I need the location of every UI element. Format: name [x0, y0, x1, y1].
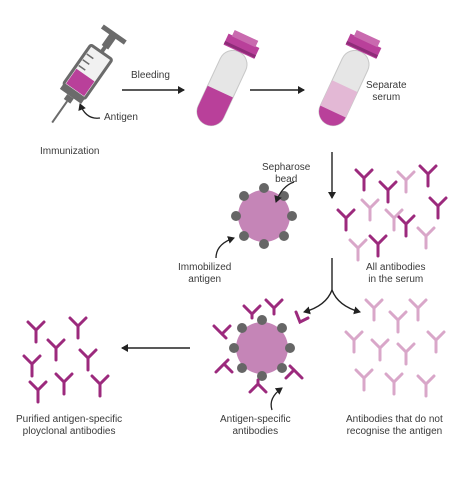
sepharose-pointer-arrow	[274, 181, 295, 203]
sepharose-bead-label: Sepharose bead	[262, 162, 310, 186]
immobilized-line1: Immobilized	[178, 262, 232, 273]
sepharose-line1: Sepharose	[262, 162, 311, 173]
immobilized-line2: antigen	[188, 274, 222, 285]
separate-serum-line1: Separate	[366, 80, 407, 91]
antigen-label: Antigen	[104, 112, 138, 123]
split-arrow	[303, 258, 361, 315]
specific-line1: Antigen-specific	[220, 414, 291, 425]
immobilized-pointer-arrow	[215, 236, 235, 259]
non-binding-label: Antibodies that do not recognise the ant…	[346, 414, 443, 438]
purified-label: Purified antigen-specific ployclonal ant…	[16, 414, 122, 438]
syringe-icon	[51, 24, 127, 124]
all-antibodies-line1: All antibodies	[366, 262, 426, 273]
separate-serum-label: Separate serum	[366, 80, 407, 104]
specific-line2: antibodies	[232, 426, 279, 437]
blood-tube-icon	[192, 29, 260, 131]
purified-line1: Purified antigen-specific	[16, 414, 123, 425]
immunization-label: Immunization	[40, 146, 100, 157]
bead-with-antibodies	[212, 298, 310, 394]
nonspecific-line2: recognise the antigen	[346, 426, 443, 437]
all-antibodies-label: All antibodies in the serum	[366, 262, 425, 286]
separate-serum-line2: serum	[372, 92, 401, 103]
immobilized-antigen-label: Immobilized antigen	[178, 262, 231, 286]
all-antibodies-cluster	[336, 164, 448, 262]
specific-pointer-arrow	[270, 387, 283, 411]
purified-antibodies	[22, 316, 110, 404]
all-antibodies-line2: in the serum	[368, 274, 424, 285]
purified-line2: ployclonal antibodies	[22, 426, 116, 437]
sepharose-line2: bead	[275, 174, 298, 185]
bleeding-label: Bleeding	[131, 70, 170, 81]
antigen-specific-label: Antigen-specific antibodies	[220, 414, 291, 438]
nonspecific-line1: Antibodies that do not	[346, 414, 443, 425]
sepharose-bead	[231, 183, 297, 249]
non-binding-antibodies	[344, 298, 446, 398]
antigen-pointer-arrow	[78, 103, 101, 119]
